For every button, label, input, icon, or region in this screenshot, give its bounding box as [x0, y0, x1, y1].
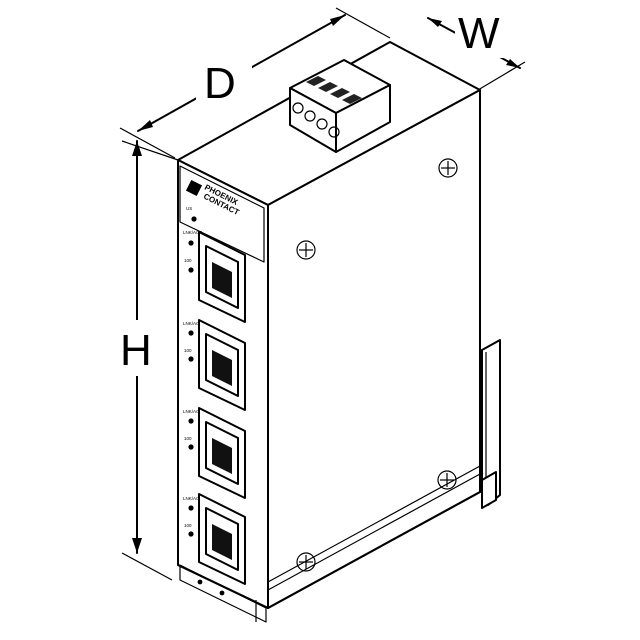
depth-extension-front	[119, 127, 176, 159]
port-2-led1-label: LNK/ACT	[183, 321, 202, 326]
logo-mark-icon	[185, 179, 203, 197]
port-2-led2-label: 100	[184, 348, 192, 353]
depth-extension-back	[335, 7, 391, 39]
port-3-jack-icon	[212, 438, 232, 474]
port-4-link-led	[188, 505, 194, 511]
height-label: H	[120, 326, 152, 375]
housing-base-edge	[177, 491, 481, 609]
terminal-slot	[330, 88, 350, 98]
port-3-link-led	[188, 418, 194, 424]
width-label-gap	[455, 8, 505, 58]
terminal-screw-icon	[316, 118, 328, 130]
status-led-label: US	[186, 206, 192, 211]
width-arrow-start	[428, 18, 442, 27]
port-4-led2-label: 100	[184, 523, 192, 528]
port-4-led1-label: LNK/ACT	[183, 496, 202, 501]
port-2-link-led	[188, 330, 194, 336]
housing-side-base-line	[267, 465, 481, 583]
port-4-jack-icon	[212, 524, 232, 560]
depth-label: D	[204, 59, 236, 108]
rj45-port-1: LNK/ACT 100	[183, 230, 246, 323]
bottom-led	[219, 590, 225, 596]
bottom-led	[197, 579, 203, 585]
port-2-speed-led	[188, 356, 194, 362]
logo-panel	[179, 165, 265, 263]
height-arrow-top	[132, 141, 142, 156]
status-led	[191, 216, 197, 222]
terminal-side	[335, 84, 391, 153]
rj45-port-3: LNK/ACT 100	[183, 407, 246, 499]
height-label-gap	[116, 320, 164, 376]
height-extension-bottom	[121, 552, 173, 581]
terminal-screw-icon	[328, 126, 340, 138]
port-1-jack-icon	[212, 262, 232, 298]
screw-icon	[438, 158, 458, 178]
port-3-speed-led	[188, 444, 194, 450]
width-label: W	[458, 9, 500, 58]
depth-arrow-end	[330, 15, 345, 26]
terminal-screw-icon	[304, 110, 316, 122]
din-rail-clip	[481, 339, 501, 509]
width-arrow-end	[506, 59, 520, 68]
port-1-led2-label: 100	[184, 258, 192, 263]
rj45-port-4: LNK/ACT 100	[183, 493, 246, 585]
terminal-slot	[306, 76, 326, 86]
port-1-link-led	[188, 240, 194, 246]
screw-icon	[296, 552, 316, 572]
depth-label-gap	[196, 52, 252, 108]
width-dimension: W	[427, 8, 526, 91]
screw-icon	[437, 470, 457, 490]
height-extension-top	[121, 140, 179, 161]
terminal-block-connector	[289, 59, 391, 153]
port-1-led1-label: LNK/ACT	[183, 230, 202, 235]
depth-arrow-start	[138, 120, 153, 131]
din-clip-latch	[481, 471, 497, 509]
port-2-jack-icon	[212, 350, 232, 386]
width-extension-right	[477, 61, 526, 91]
side-screws	[296, 158, 458, 572]
terminal-slot	[318, 82, 338, 92]
terminal-screw-icon	[292, 102, 304, 114]
port-4-speed-led	[188, 531, 194, 537]
height-arrow-bottom	[132, 538, 142, 553]
terminal-slot	[342, 94, 362, 104]
depth-dimension: D	[119, 7, 391, 159]
height-dimension: H	[116, 140, 179, 581]
port-1-speed-led	[188, 267, 194, 273]
rj45-port-2: LNK/ACT 100	[183, 319, 246, 411]
port-3-led1-label: LNK/ACT	[183, 409, 202, 414]
port-3-led2-label: 100	[184, 436, 192, 441]
screw-icon	[296, 240, 316, 260]
